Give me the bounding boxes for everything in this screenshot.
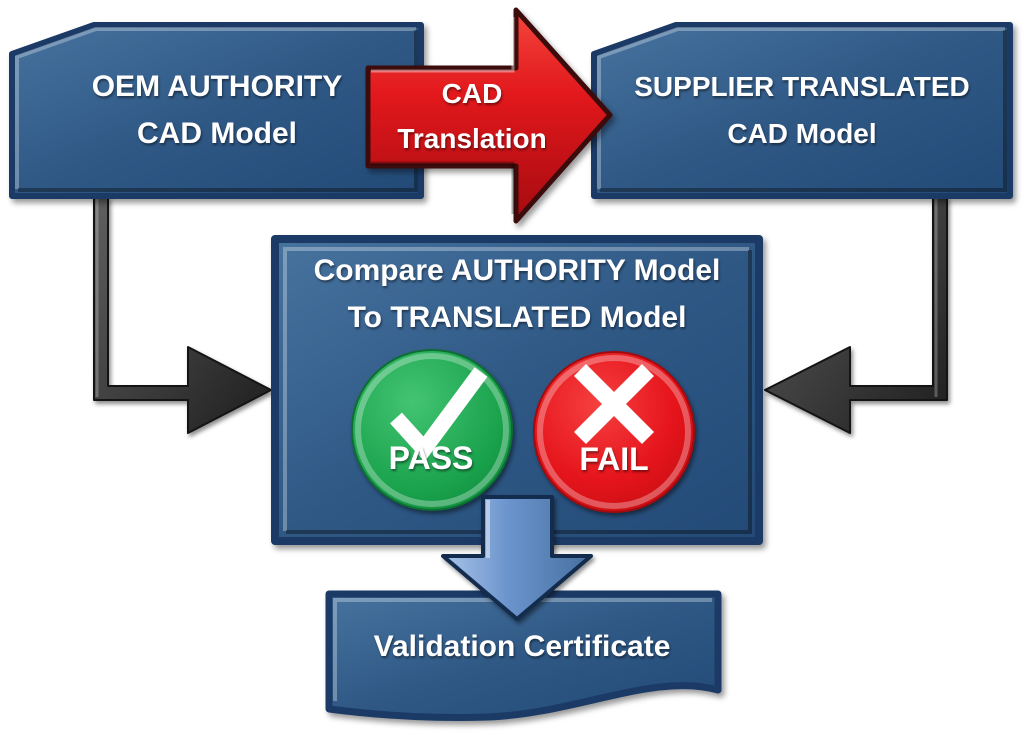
cad-translation-arrow-shape (365, 7, 613, 224)
compare-to-certificate-down-arrow (441, 495, 593, 621)
supplier-box-shape (591, 22, 1013, 199)
pass-badge-circle (351, 349, 513, 511)
oem-to-compare-connector-arrow (93, 196, 272, 434)
certificate-box-shape (325, 590, 722, 721)
oem-box-shape (9, 22, 424, 199)
checkmark-icon (390, 367, 488, 462)
supplier-to-compare-connector-arrow (764, 196, 948, 434)
fail-badge-circle (533, 351, 695, 513)
x-icon (573, 363, 655, 445)
